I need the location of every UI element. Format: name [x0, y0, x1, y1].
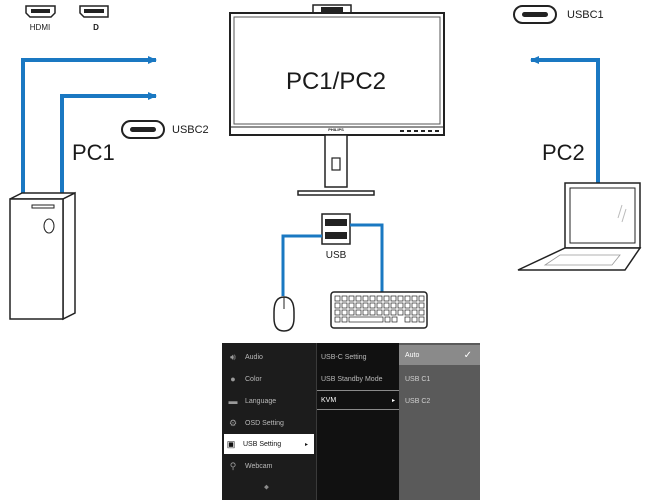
displayport-label: D — [93, 23, 99, 32]
osd-menu-label: Audio — [245, 353, 263, 361]
osd-menu-label: Language — [245, 397, 277, 405]
osd-menu-item-usb-setting[interactable]: ▣ USB Setting ▸ — [224, 434, 314, 454]
osd-submenu-label: KVM — [321, 396, 337, 404]
speaker-icon: 🔊︎ — [230, 351, 236, 362]
osd-sub-menu: USB-C Setting USB Standby Mode KVM ▸ — [316, 343, 400, 500]
osd-submenu-item-usbc-setting[interactable]: USB-C Setting — [321, 347, 398, 367]
usbc1-label: USBC1 — [567, 9, 604, 21]
osd-menu-item-language[interactable]: ▬ Language — [226, 391, 314, 411]
usbc1-port-icon — [513, 5, 557, 24]
osd-menu-label: USB Setting — [243, 440, 282, 448]
usb-peripheral-cables — [281, 223, 384, 296]
osd-menu: 🔊︎ Audio ● Color ▬ Language ⚙︎ OSD Setti… — [222, 343, 480, 500]
osd-option-label: USB C1 — [405, 375, 431, 383]
osd-setting-icon: ⚙︎ — [228, 417, 238, 428]
pc2-label: PC2 — [542, 140, 585, 165]
usb-label: USB — [326, 250, 347, 261]
submenu-arrow-icon: ▸ — [304, 441, 308, 448]
hdmi-port-icon — [25, 5, 56, 18]
osd-option-label: USB C2 — [405, 397, 431, 405]
osd-option-usbc1[interactable]: USB C1 — [399, 369, 480, 389]
osd-main-menu: 🔊︎ Audio ● Color ▬ Language ⚙︎ OSD Setti… — [222, 343, 316, 500]
osd-menu-item-color[interactable]: ● Color — [226, 369, 314, 389]
pc2-laptop-icon — [517, 182, 642, 271]
osd-option-label: Auto — [405, 351, 420, 359]
language-icon: ▬ — [228, 396, 238, 406]
osd-options: Auto ✓ USB C1 USB C2 — [399, 343, 480, 500]
osd-menu-label: OSD Setting — [245, 419, 284, 427]
osd-submenu-item-usb-standby[interactable]: USB Standby Mode — [321, 369, 398, 389]
pc1-tower-icon — [9, 191, 76, 321]
monitor-brand-label: PHILIPS — [328, 127, 344, 132]
webcam-icon: ⚲ — [229, 460, 237, 471]
submenu-arrow-icon: ▸ — [391, 397, 395, 404]
pc1-cables — [21, 56, 157, 193]
osd-menu-label: Webcam — [245, 462, 273, 470]
osd-option-usbc2[interactable]: USB C2 — [399, 391, 480, 411]
usbc2-port-icon — [121, 120, 165, 139]
mouse-icon — [273, 296, 295, 332]
color-icon: ● — [230, 374, 236, 384]
osd-option-auto[interactable]: Auto ✓ — [399, 345, 480, 365]
usb-hub-icon — [321, 213, 351, 245]
osd-submenu-item-kvm[interactable]: KVM ▸ — [317, 390, 400, 410]
pc2-cable — [530, 56, 600, 185]
scroll-indicator-icon: ⬥ — [264, 484, 269, 491]
osd-menu-item-webcam[interactable]: ⚲ Webcam — [226, 456, 314, 476]
osd-menu-item-osd-setting[interactable]: ⚙︎ OSD Setting — [226, 413, 314, 433]
usb-setting-icon: ▣ — [226, 438, 236, 449]
hdmi-label: HDMI — [30, 23, 50, 32]
displayport-icon — [79, 5, 109, 18]
osd-submenu-label: USB-C Setting — [321, 353, 367, 361]
monitor — [229, 4, 445, 196]
keyboard-icon — [330, 291, 428, 329]
osd-submenu-label: USB Standby Mode — [321, 375, 383, 383]
pc1-label: PC1 — [72, 140, 115, 165]
checkmark-icon: ✓ — [463, 349, 472, 361]
osd-menu-label: Color — [245, 375, 262, 383]
osd-menu-item-audio[interactable]: 🔊︎ Audio — [226, 347, 314, 367]
monitor-screen-label: PC1/PC2 — [286, 68, 386, 95]
usbc2-label: USBC2 — [172, 124, 209, 136]
